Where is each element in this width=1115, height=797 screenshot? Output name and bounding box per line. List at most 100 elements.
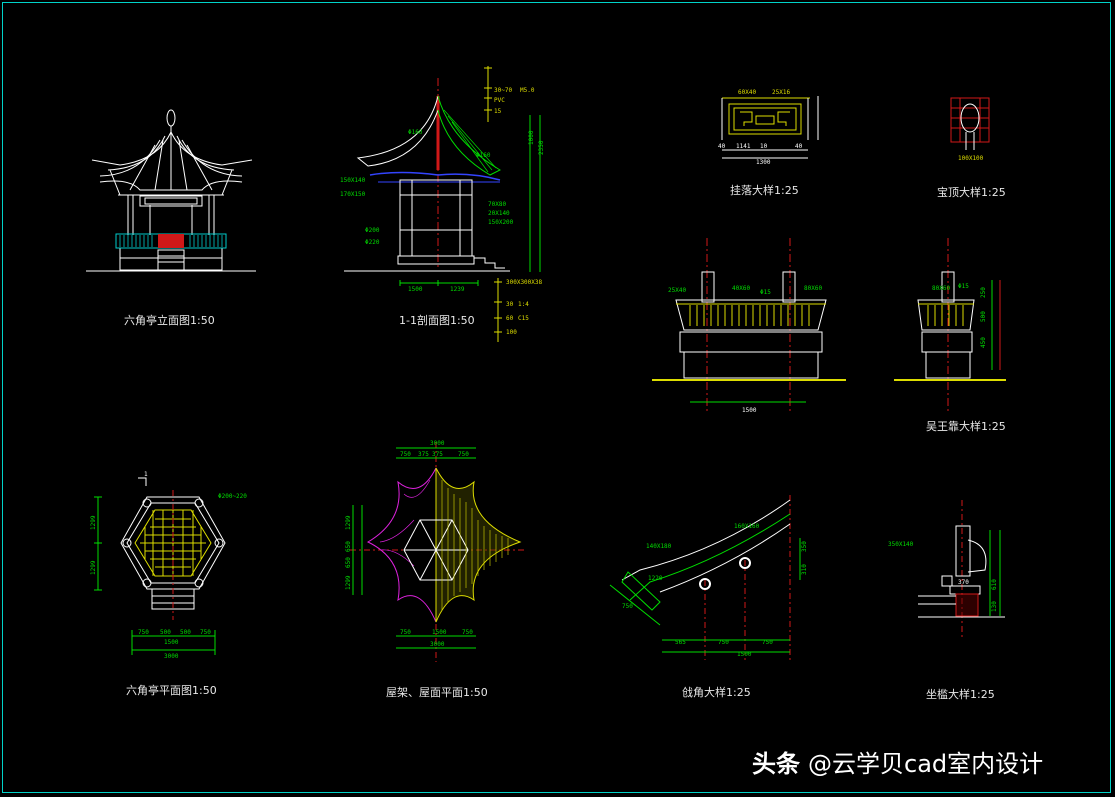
section-label: 70X80 (488, 201, 506, 208)
bench-label: 80X60 (804, 285, 822, 292)
roof-tile-hatch (441, 480, 509, 610)
section-label: 30 (506, 301, 514, 308)
roof-label: 375 (432, 451, 443, 458)
section-label: C15 (518, 315, 529, 322)
roof-label: 750 (462, 629, 473, 636)
sill-label: 350X140 (888, 541, 914, 548)
caption-section: 1-1剖面图1:50 (399, 314, 475, 327)
corner-label: 160X160 (734, 523, 760, 530)
plan-label: 1500 (164, 639, 179, 646)
roof-labels: 3000 750 375 375 750 750 1500 750 3000 1… (345, 440, 473, 648)
elevation-seat-red (158, 234, 184, 248)
bench-label: 250 (980, 287, 987, 298)
roof-label: 1299 (345, 515, 352, 530)
section-label: 20X140 (488, 210, 510, 217)
section-label: 1239 (450, 286, 465, 293)
caption-hanging-fascia: 挂落大样1:25 (730, 184, 799, 197)
bench-label: Φ15 (958, 283, 969, 290)
corner-label: 1500 (737, 651, 752, 658)
watermark-handle: @云学贝cad室内设计 (808, 750, 1044, 778)
sill-labels: 350X140 370 610 130 (888, 541, 998, 612)
fascia-label: 1300 (756, 159, 771, 166)
corner-drawing (609, 495, 801, 660)
section-label: 150X200 (488, 219, 514, 226)
section-label: M5.0 (520, 87, 535, 94)
fascia-label: 10 (760, 143, 768, 150)
roof-label: 375 (418, 451, 429, 458)
section-label: 1000 (528, 130, 535, 145)
bench-label: 25X40 (668, 287, 686, 294)
roof-label: 3000 (430, 641, 445, 648)
section-drawing (344, 66, 541, 342)
sill-label: 130 (991, 601, 998, 612)
fascia-labels: 60X40 25X16 (738, 89, 790, 96)
plan-label: 500 (160, 629, 171, 636)
corner-label: 310 (801, 564, 808, 575)
section-label: Φ200 (365, 227, 380, 234)
bench-slats (676, 303, 974, 326)
section-label: 15 (494, 108, 502, 115)
roof-label: 3000 (430, 440, 445, 447)
caption-bench-back: 吴王靠大样1:25 (926, 420, 1006, 433)
plan-drawing (94, 477, 226, 655)
bench-labels: 25X40 40X60 Φ15 80X60 1500 80X60 Φ15 250… (668, 283, 987, 414)
bench-label: 450 (980, 337, 987, 348)
section-label: PVC (494, 97, 505, 104)
section-label: 150X140 (340, 177, 366, 184)
section-dim-labels: 30~70 M5.0 PVC 15 300X300X38 30 1:4 60 C… (494, 87, 543, 336)
section-label: 30~70 (494, 87, 512, 94)
bench-drawing (652, 238, 1006, 412)
caption-seat-sill: 坐槛大样1:25 (926, 688, 995, 701)
roof-label: 1500 (432, 629, 447, 636)
section-label: 100 (506, 329, 517, 336)
finial-label: 100X100 (958, 155, 984, 162)
fascia-dims: 40 1141 10 40 1300 (718, 143, 803, 166)
corner-label: 750 (622, 603, 633, 610)
corner-label: 750 (762, 639, 773, 646)
section-label: 170X150 (340, 191, 366, 198)
corner-labels: 140X180 160X160 1220 750 565 750 750 150… (622, 523, 808, 658)
caption-plan: 六角亭平面图1:50 (126, 684, 217, 697)
section-label: 60 (506, 315, 514, 322)
plan-label: 750 (200, 629, 211, 636)
bench-label: 40X60 (732, 285, 750, 292)
roof-label: 750 (400, 451, 411, 458)
corner-label: 750 (718, 639, 729, 646)
plan-label: 750 (138, 629, 149, 636)
corner-label: 350 (801, 541, 808, 552)
fascia-label: 25X16 (772, 89, 790, 96)
watermark-brand: 头条 (752, 750, 800, 778)
section-label: 2350 (538, 140, 545, 155)
section-label: Φ160 (476, 152, 491, 159)
bench-label: 1500 (742, 407, 757, 414)
corner-label: 1220 (648, 575, 663, 582)
plan-label: 1299 (90, 515, 97, 530)
corner-label: 565 (675, 639, 686, 646)
roof-label: 750 (458, 451, 469, 458)
plan-label: Φ200~220 (218, 493, 247, 500)
caption-finial: 宝顶大样1:25 (937, 186, 1006, 199)
finial-drawing (950, 97, 990, 150)
caption-elevation: 六角亭立面图1:50 (124, 314, 215, 327)
section-label: 1:4 (518, 301, 529, 308)
sill-label: 610 (991, 579, 998, 590)
sill-label: 370 (958, 579, 969, 586)
caption-roof-plan: 屋架、屋面平面1:50 (386, 686, 488, 699)
corner-label: 140X180 (646, 543, 672, 550)
fascia-label: 40 (718, 143, 726, 150)
section-green-labels: 150X140 170X150 Φ200 Φ220 Φ160 Φ160 70X8… (340, 129, 545, 293)
roof-label: 750 (400, 629, 411, 636)
bench-label: Φ15 (760, 289, 771, 296)
plan-label: 1299 (90, 560, 97, 575)
roof-label: 1299 (345, 575, 352, 590)
roof-label: 650 (345, 541, 352, 552)
section-label: Φ220 (365, 239, 380, 246)
fascia-label: 60X40 (738, 89, 756, 96)
section-label: 1500 (408, 286, 423, 293)
elevation-drawing (86, 109, 256, 272)
fascia-label: 1141 (736, 143, 751, 150)
bench-label: 80X60 (932, 285, 950, 292)
section-label: Φ160 (408, 129, 423, 136)
